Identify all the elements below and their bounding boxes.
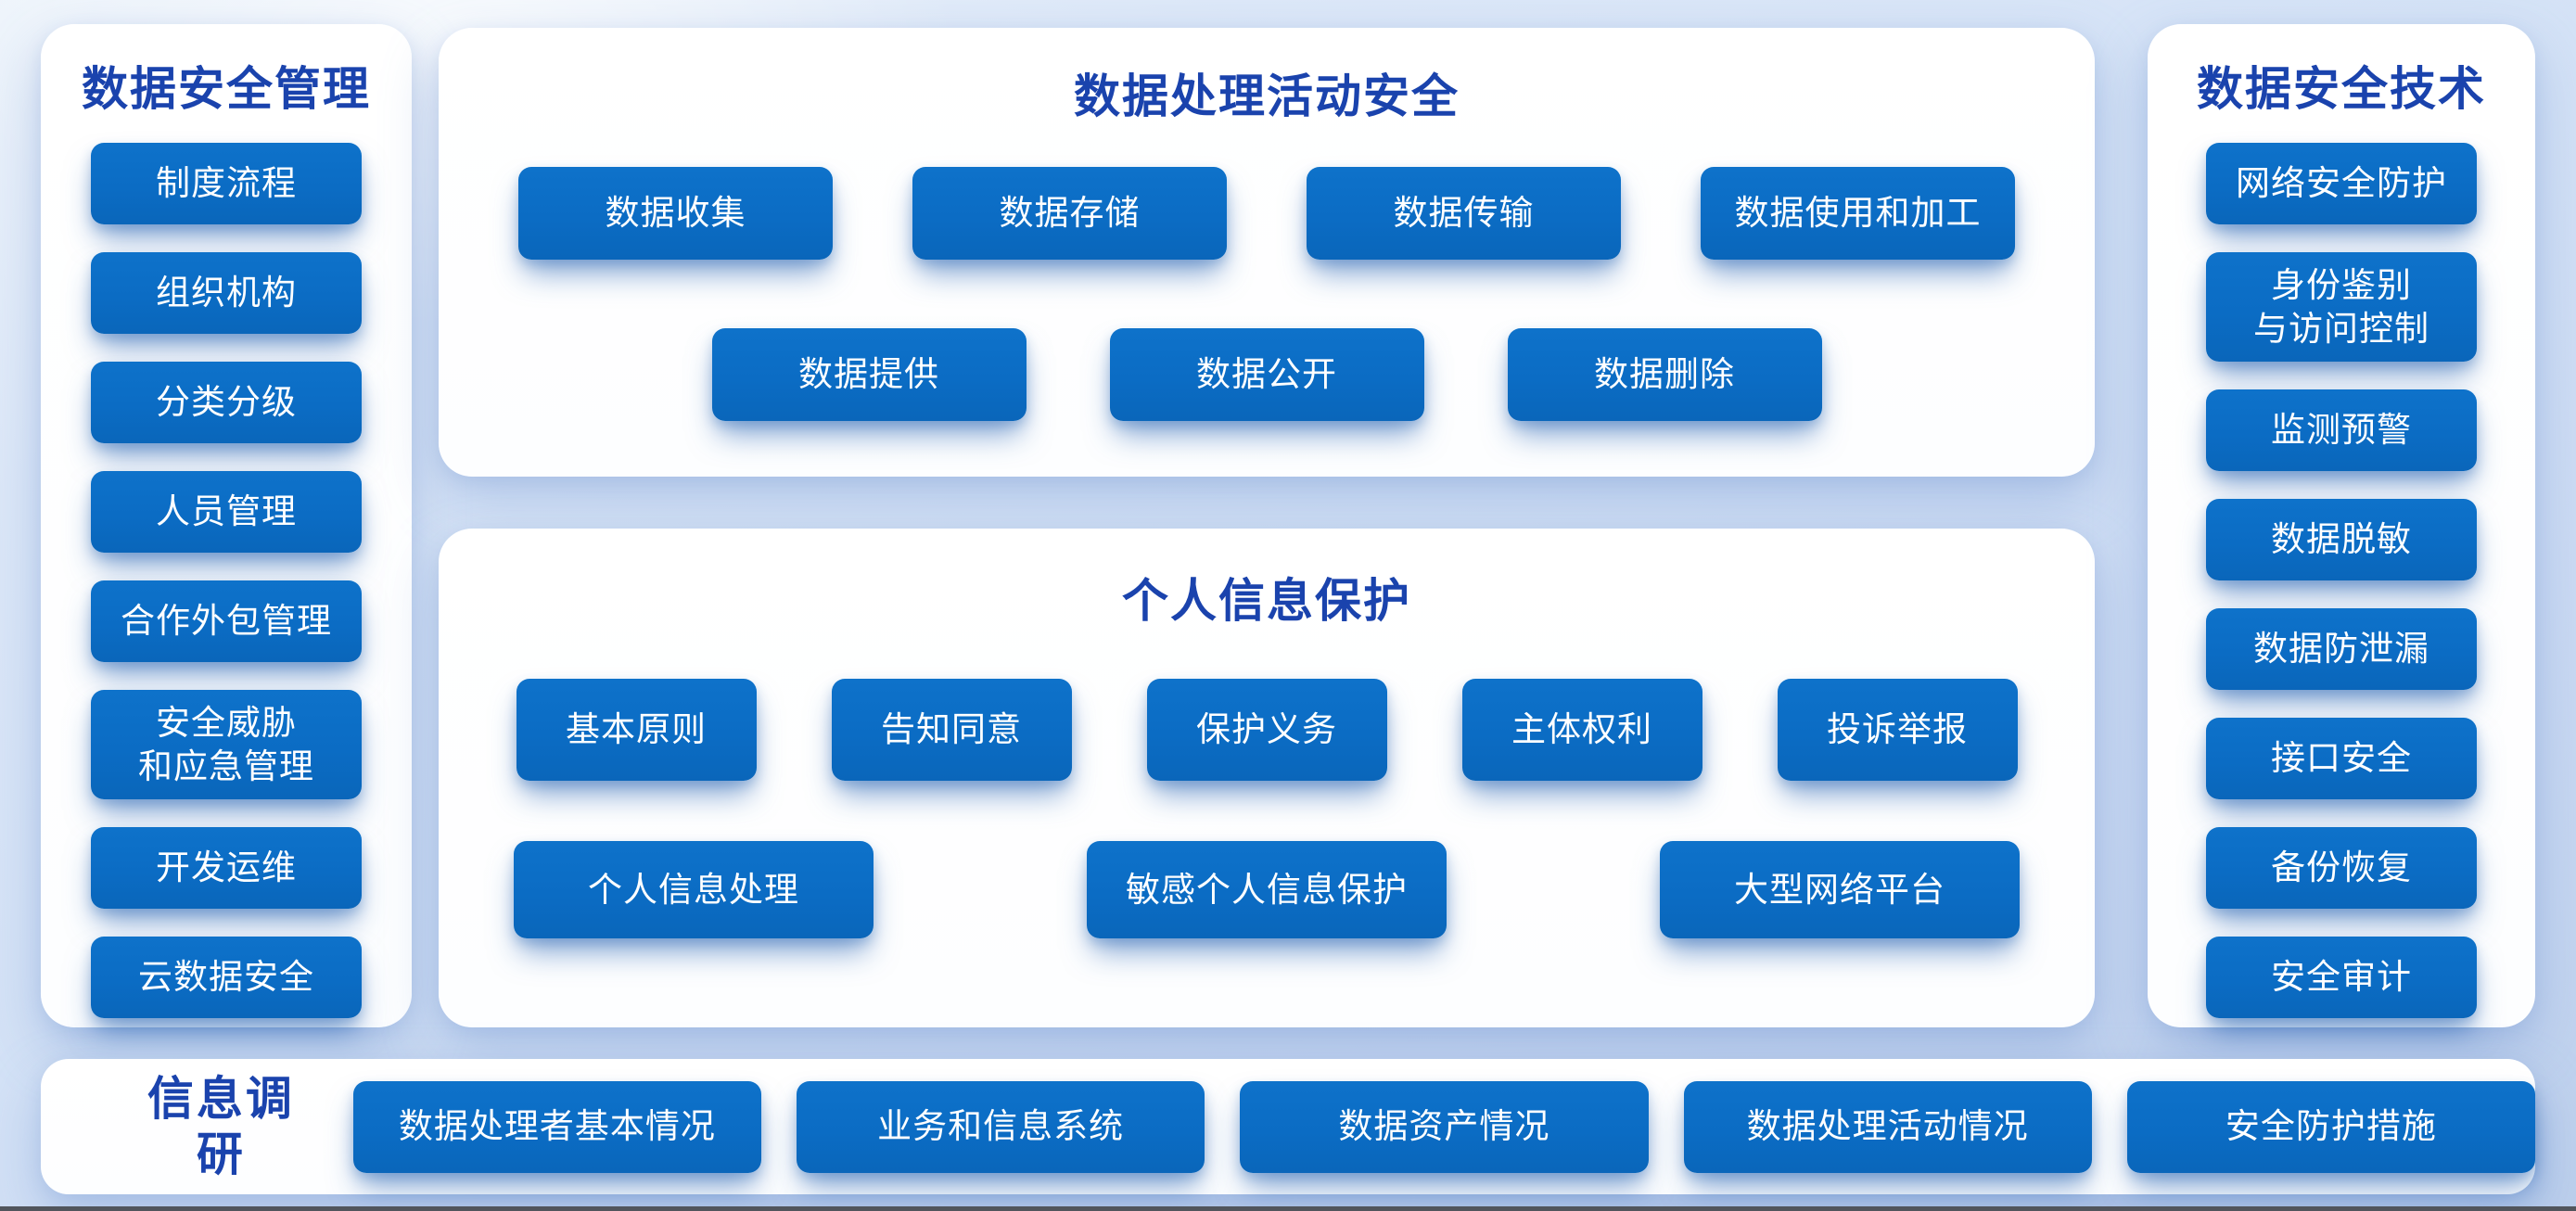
panel-information-survey: 信息调研 数据处理者基本情况 业务和信息系统 数据资产情况 数据处理活动情况 安… bbox=[41, 1059, 2535, 1194]
data-processing-activity-security-title: 数据处理活动安全 bbox=[1074, 70, 1460, 122]
chip-data-storage[interactable]: 数据存储 bbox=[912, 167, 1227, 260]
chip-backup-recovery[interactable]: 备份恢复 bbox=[2206, 827, 2477, 909]
panel-data-security-management: 数据安全管理 制度流程 组织机构 分类分级 人员管理 合作外包管理 安全威胁 和… bbox=[41, 24, 412, 1027]
panel-data-processing-activity-security: 数据处理活动安全 数据收集 数据存储 数据传输 数据使用和加工 数据提供 数据公… bbox=[439, 28, 2095, 477]
chip-sensitive-personal-info-protection[interactable]: 敏感个人信息保护 bbox=[1087, 841, 1447, 938]
chip-data-provision[interactable]: 数据提供 bbox=[711, 328, 1027, 421]
chip-basic-principles[interactable]: 基本原则 bbox=[516, 679, 757, 781]
chip-api-security[interactable]: 接口安全 bbox=[2206, 718, 2477, 799]
chip-data-processor-profile[interactable]: 数据处理者基本情况 bbox=[352, 1080, 762, 1173]
chip-notice-consent[interactable]: 告知同意 bbox=[831, 679, 1072, 781]
personal-information-protection-title: 个人信息保护 bbox=[1122, 575, 1411, 627]
chip-policy-process[interactable]: 制度流程 bbox=[91, 143, 362, 224]
screen-bottom-edge-line bbox=[0, 1206, 2576, 1211]
chip-data-leak-prevention[interactable]: 数据防泄漏 bbox=[2206, 608, 2477, 690]
chip-data-deletion[interactable]: 数据删除 bbox=[1507, 328, 1822, 421]
panel-personal-information-protection: 个人信息保护 基本原则 告知同意 保护义务 主体权利 投诉举报 个人信息处理 敏… bbox=[439, 529, 2095, 1027]
chip-data-masking[interactable]: 数据脱敏 bbox=[2206, 499, 2477, 580]
chip-data-collection[interactable]: 数据收集 bbox=[518, 167, 833, 260]
chip-data-disclosure[interactable]: 数据公开 bbox=[1109, 328, 1424, 421]
chip-monitoring-warning[interactable]: 监测预警 bbox=[2206, 389, 2477, 471]
chip-personal-info-processing[interactable]: 个人信息处理 bbox=[514, 841, 874, 938]
data-security-technology-title: 数据安全技术 bbox=[2197, 63, 2486, 115]
chip-org-structure[interactable]: 组织机构 bbox=[91, 252, 362, 334]
chip-subject-rights[interactable]: 主体权利 bbox=[1461, 679, 1702, 781]
chip-large-network-platform[interactable]: 大型网络平台 bbox=[1660, 841, 2020, 938]
personal-row-2: 个人信息处理 敏感个人信息保护 大型网络平台 bbox=[439, 841, 2095, 938]
technology-items-stack: 网络安全防护 身份鉴别 与访问控制 监测预警 数据脱敏 数据防泄漏 接口安全 备… bbox=[2206, 143, 2477, 1018]
chip-cloud-data-security[interactable]: 云数据安全 bbox=[91, 937, 362, 1018]
processing-row-1: 数据收集 数据存储 数据传输 数据使用和加工 bbox=[439, 167, 2095, 260]
chip-data-processing-activity-status[interactable]: 数据处理活动情况 bbox=[1683, 1080, 2092, 1173]
data-security-management-title: 数据安全管理 bbox=[82, 63, 371, 115]
chip-identity-access-control[interactable]: 身份鉴别 与访问控制 bbox=[2206, 252, 2477, 362]
chip-network-security-protection[interactable]: 网络安全防护 bbox=[2206, 143, 2477, 224]
chip-data-asset-status[interactable]: 数据资产情况 bbox=[1240, 1080, 1649, 1173]
chip-personnel-management[interactable]: 人员管理 bbox=[91, 471, 362, 553]
panel-data-security-technology: 数据安全技术 网络安全防护 身份鉴别 与访问控制 监测预警 数据脱敏 数据防泄漏… bbox=[2148, 24, 2535, 1027]
information-survey-title: 信息调研 bbox=[147, 1073, 295, 1180]
chip-security-audit[interactable]: 安全审计 bbox=[2206, 937, 2477, 1018]
chip-data-use-processing[interactable]: 数据使用和加工 bbox=[1701, 167, 2015, 260]
chip-security-protection-measures[interactable]: 安全防护措施 bbox=[2126, 1080, 2535, 1173]
chip-complaint-reporting[interactable]: 投诉举报 bbox=[1777, 679, 2018, 781]
processing-row-2: 数据提供 数据公开 数据删除 bbox=[439, 328, 2095, 421]
chip-classification-grading[interactable]: 分类分级 bbox=[91, 362, 362, 443]
chip-outsourcing-management[interactable]: 合作外包管理 bbox=[91, 580, 362, 662]
chip-protection-obligations[interactable]: 保护义务 bbox=[1146, 679, 1387, 781]
management-items-stack: 制度流程 组织机构 分类分级 人员管理 合作外包管理 安全威胁 和应急管理 开发… bbox=[91, 143, 362, 1018]
chip-data-transmission[interactable]: 数据传输 bbox=[1307, 167, 1621, 260]
chip-business-info-systems[interactable]: 业务和信息系统 bbox=[797, 1080, 1205, 1173]
chip-threat-emergency-management[interactable]: 安全威胁 和应急管理 bbox=[91, 690, 362, 799]
personal-row-1: 基本原则 告知同意 保护义务 主体权利 投诉举报 bbox=[439, 679, 2095, 781]
chip-dev-ops[interactable]: 开发运维 bbox=[91, 827, 362, 909]
